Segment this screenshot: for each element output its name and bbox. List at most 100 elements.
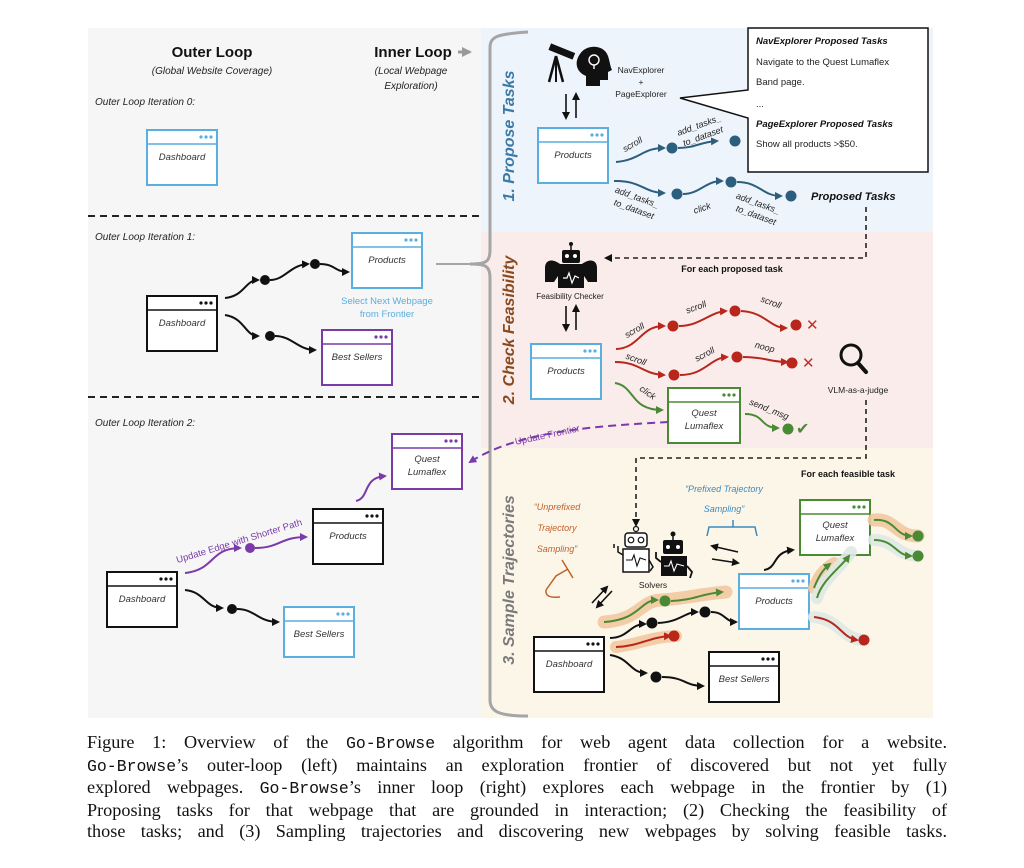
webpage-box: Best Sellers	[708, 651, 780, 703]
menu-dots-icon	[791, 579, 795, 583]
iteration-1-label: Outer Loop Iteration 1:	[95, 232, 195, 243]
for-each-feasible-label: For each feasible task	[801, 469, 896, 479]
menu-dots-icon	[169, 577, 173, 581]
webpage-label: Quest	[691, 408, 717, 419]
webpage-label: Quest	[414, 454, 440, 465]
webpage-label: Products	[329, 531, 367, 542]
nav-task: Navigate to the Quest Lumaflex	[756, 57, 889, 68]
webpage-label: Dashboard	[159, 318, 206, 329]
webpage-label: Dashboard	[159, 152, 206, 163]
menu-dots-icon	[727, 393, 731, 397]
menu-dots-icon	[209, 301, 213, 305]
menu-dots-icon	[444, 439, 448, 443]
menu-dots-icon	[204, 301, 208, 305]
feasibility-checker-label: Feasibility Checker	[536, 292, 604, 301]
menu-dots-icon	[796, 579, 800, 583]
callout-ellipsis: ...	[756, 99, 764, 110]
menu-dots-icon	[199, 135, 203, 139]
nav-tasks-heading: NavExplorer Proposed Tasks	[756, 36, 888, 47]
menu-dots-icon	[732, 393, 736, 397]
page-task: Show all products >$50.	[756, 139, 858, 150]
menu-dots-icon	[384, 335, 388, 339]
menu-dots-icon	[379, 335, 383, 339]
unprefixed-label: “Unprefixed	[534, 502, 582, 512]
menu-dots-icon	[204, 135, 208, 139]
caption-line: those tasks; and (3) Sampling trajectori…	[87, 821, 947, 842]
webpage-label: Lumaflex	[685, 421, 725, 432]
inner-loop-subtitle: (Local Webpage	[375, 66, 448, 77]
caption-code: Go-Browse	[259, 779, 349, 799]
webpage-box: Products	[312, 508, 384, 565]
webpage-box: Products	[351, 232, 423, 289]
webpage-label: Best Sellers	[719, 674, 770, 685]
caption-text: algorithm for web agent data collection …	[435, 732, 947, 752]
menu-dots-icon	[595, 133, 599, 137]
webpage-label: Dashboard	[119, 594, 166, 605]
feasible-check-icon: ✔	[796, 421, 809, 438]
menu-dots-icon	[761, 657, 765, 661]
webpage-label: Products	[755, 596, 793, 607]
bidirectional-arrow-icon	[562, 304, 580, 332]
menu-dots-icon	[199, 301, 203, 305]
menu-dots-icon	[336, 612, 340, 616]
menu-dots-icon	[593, 349, 597, 353]
webpage-label: Products	[554, 150, 592, 161]
infeasible-x-icon: ✕	[802, 355, 815, 372]
magnifier-icon	[839, 343, 868, 374]
unprefixed-label: Trajectory	[537, 523, 577, 533]
caption-text: explored webpages.	[87, 777, 260, 798]
stage3-title: 3. Sample Trajectories	[501, 495, 518, 665]
menu-dots-icon	[588, 349, 592, 353]
stage1-edges	[613, 135, 797, 202]
menu-dots-icon	[375, 514, 379, 518]
telescope-icon	[547, 43, 576, 83]
webpage-box: Dashboard	[146, 129, 218, 186]
menu-dots-icon	[454, 439, 458, 443]
webpage-label: Quest	[822, 520, 848, 531]
solver-robot-dark-icon	[655, 531, 694, 579]
figure-caption: Figure 1: Overview of the Go-Browse algo…	[87, 732, 947, 843]
menu-dots-icon	[346, 612, 350, 616]
explorer-agent-label: PageExplorer	[615, 89, 667, 99]
update-frontier-arrow	[468, 421, 669, 464]
webpage-label: Lumaflex	[408, 467, 448, 478]
menu-dots-icon	[159, 577, 163, 581]
webpage-box: Best Sellers	[283, 606, 355, 658]
iteration-2-edges	[184, 472, 387, 626]
outer-loop-subtitle: (Global Website Coverage)	[152, 66, 272, 77]
menu-dots-icon	[852, 505, 856, 509]
menu-dots-icon	[596, 642, 600, 646]
iteration-0-label: Outer Loop Iteration 0:	[95, 97, 195, 108]
explorer-agent-plus: +	[639, 77, 644, 87]
inner-loop-subtitle: Exploration)	[384, 81, 437, 92]
stage1-title: 1. Propose Tasks	[501, 70, 518, 201]
menu-dots-icon	[365, 514, 369, 518]
menu-dots-icon	[722, 393, 726, 397]
webpage-label: Products	[368, 255, 406, 266]
menu-dots-icon	[771, 657, 775, 661]
explorer-agent-label: NavExplorer	[618, 65, 665, 75]
stage3-edges	[603, 518, 924, 690]
caption-code: Go-Browse	[87, 756, 177, 776]
for-each-proposed-label: For each proposed task	[681, 264, 784, 274]
webpage-box: Dashboard	[533, 636, 605, 693]
inner-loop-title: Inner Loop	[374, 44, 452, 61]
webpage-label: Products	[547, 366, 585, 377]
menu-dots-icon	[449, 439, 453, 443]
iteration-1-edges	[224, 259, 350, 354]
caption-line: Figure 1: Overview of the Go-Browse algo…	[87, 732, 947, 755]
frontier-note: from Frontier	[360, 309, 414, 320]
proposed-tasks-label: Proposed Tasks	[811, 191, 896, 203]
caption-code: Go-Browse	[345, 734, 436, 753]
webpage-box: Products	[530, 343, 602, 400]
vlm-judge-label: VLM-as-a-judge	[828, 385, 889, 395]
solvers-label: Solvers	[639, 580, 667, 590]
prefixed-label: Sampling”	[704, 504, 746, 514]
menu-dots-icon	[370, 514, 374, 518]
webpage-box: Products	[537, 127, 609, 184]
menu-dots-icon	[374, 335, 378, 339]
webpage-box: Dashboard	[146, 295, 218, 352]
